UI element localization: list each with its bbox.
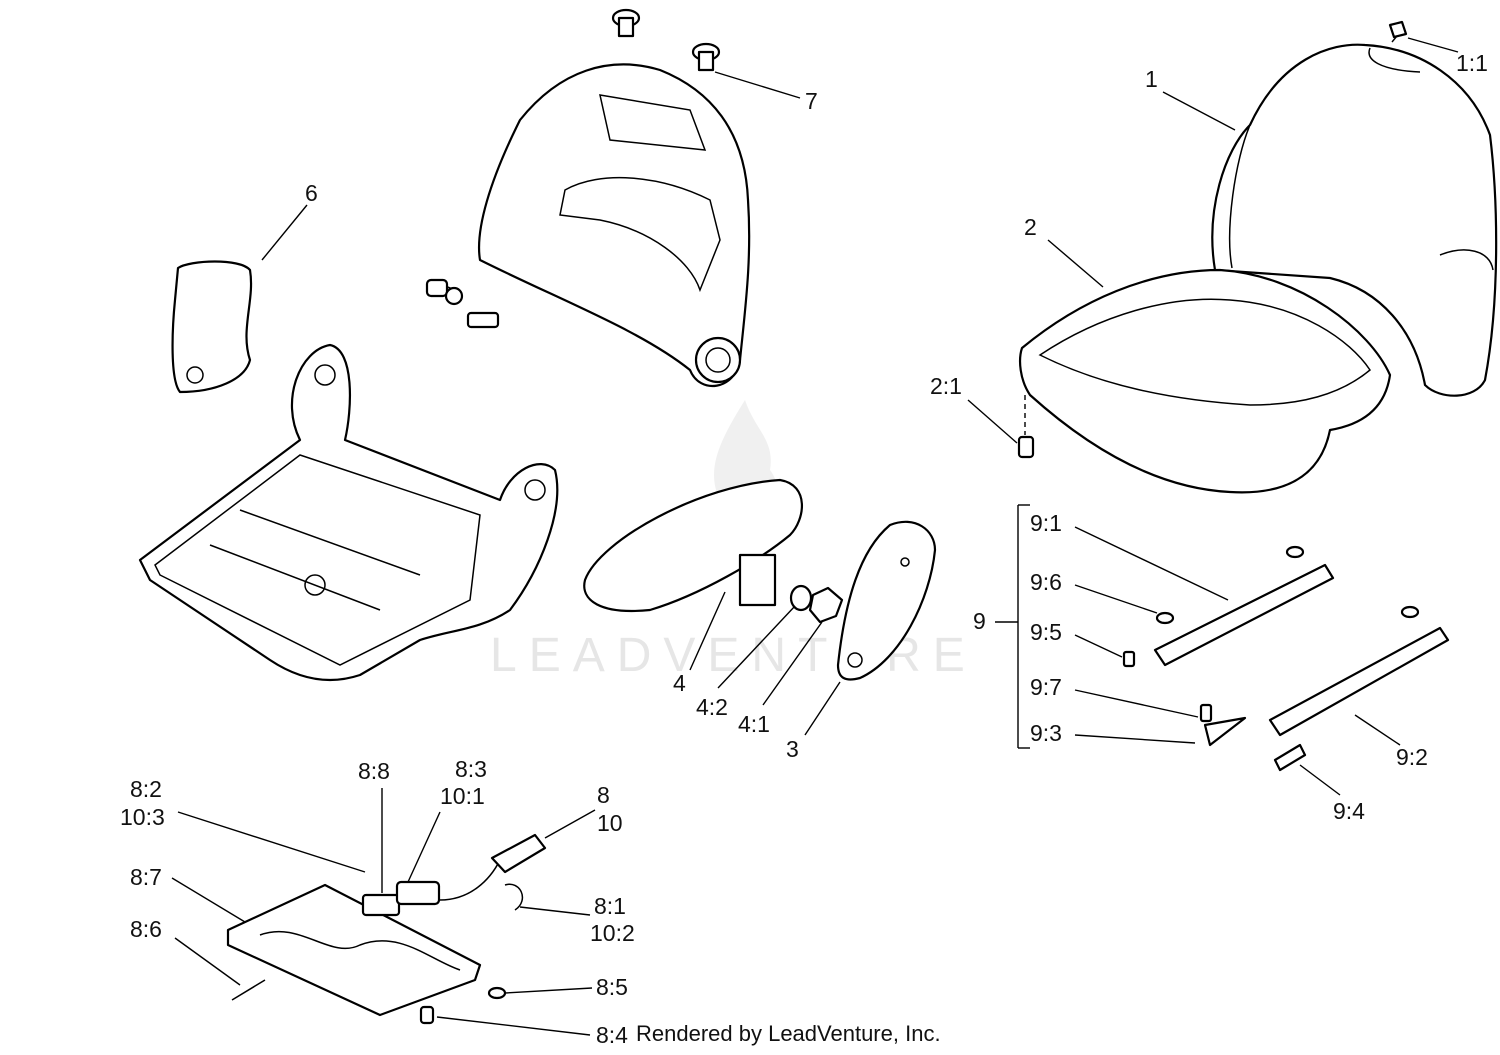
side-cover-6-part xyxy=(171,260,253,394)
callout-7: 7 xyxy=(805,88,818,114)
bolt-7-part xyxy=(611,8,721,72)
callout-9-4: 9:4 xyxy=(1333,798,1365,824)
screw-1-1-part xyxy=(1388,20,1408,43)
callout-4: 4 xyxy=(673,670,686,696)
callout-8: 8 xyxy=(597,782,610,808)
callout-9-2: 9:2 xyxy=(1396,744,1428,770)
callout-6: 6 xyxy=(305,180,318,206)
callout-2-1: 2:1 xyxy=(930,373,962,399)
callout-8-4: 8:4 xyxy=(596,1022,628,1048)
slide-rail-9-2-part xyxy=(1199,605,1450,772)
callout-8-5: 8:5 xyxy=(596,974,628,1000)
callout-1-1: 1:1 xyxy=(1456,50,1488,76)
callout-4-2: 4:2 xyxy=(696,694,728,720)
callout-9-1: 9:1 xyxy=(1030,510,1062,536)
leader-lines xyxy=(171,37,1459,1036)
seat-cushion-part xyxy=(1019,268,1392,494)
slide-rail-9-1-part xyxy=(1122,545,1335,668)
callout-8-1: 8:1 xyxy=(594,893,626,919)
switch-plate-8-part xyxy=(226,833,547,1025)
callout-9-7: 9:7 xyxy=(1030,674,1062,700)
screw-2-1-part xyxy=(1017,395,1035,459)
callout-10: 10 xyxy=(597,810,623,836)
seat-back-frame-part xyxy=(425,63,751,388)
callout-8-8: 8:8 xyxy=(358,758,390,784)
callout-2: 2 xyxy=(1024,214,1037,240)
rendered-by-footer: Rendered by LeadVenture, Inc. xyxy=(636,1021,941,1046)
armrest-cover-3-part xyxy=(836,520,937,681)
callout-4-1: 4:1 xyxy=(738,711,770,737)
callout-10-1: 10:1 xyxy=(440,783,485,809)
armrest-4-part xyxy=(583,478,844,624)
seat-base-frame-part xyxy=(138,343,559,682)
seat-back-cushion-part xyxy=(1211,43,1498,397)
callout-8-3: 8:3 xyxy=(455,756,487,782)
callout-10-2: 10:2 xyxy=(590,920,635,946)
callout-10-3: 10:3 xyxy=(120,804,165,830)
callout-8-6: 8:6 xyxy=(130,916,162,942)
callout-9-6: 9:6 xyxy=(1030,569,1062,595)
callout-3: 3 xyxy=(786,736,799,762)
callout-1: 1 xyxy=(1145,66,1158,92)
callout-9: 9 xyxy=(973,608,986,634)
callout-8-7: 8:7 xyxy=(130,864,162,890)
callout-8-2: 8:2 xyxy=(130,776,162,802)
callout-9-5: 9:5 xyxy=(1030,619,1062,645)
callout-9-3: 9:3 xyxy=(1030,720,1062,746)
